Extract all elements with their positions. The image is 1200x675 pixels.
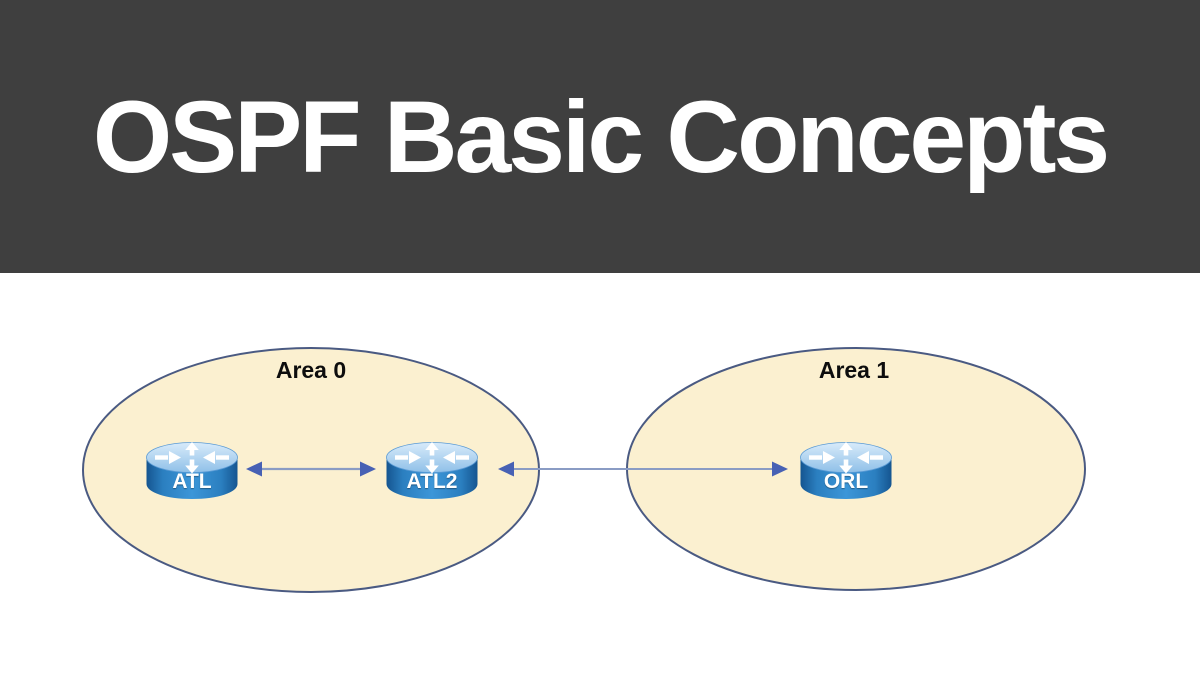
router-label-orl: ORL: [823, 470, 869, 493]
area1-label: Area 1: [818, 357, 890, 383]
link-atl2-orl-bidirectional-arrow: [498, 461, 788, 477]
router-label-atl: ATL: [172, 470, 212, 493]
link-atl-atl2-bidirectional-arrow: [246, 461, 376, 477]
area0-label: Area 0: [275, 357, 347, 383]
router-label-atl2: ATL2: [406, 470, 458, 493]
slide-title: OSPF Basic Concepts: [92, 79, 1110, 194]
slide-header: OSPF Basic Concepts: [0, 0, 1200, 273]
